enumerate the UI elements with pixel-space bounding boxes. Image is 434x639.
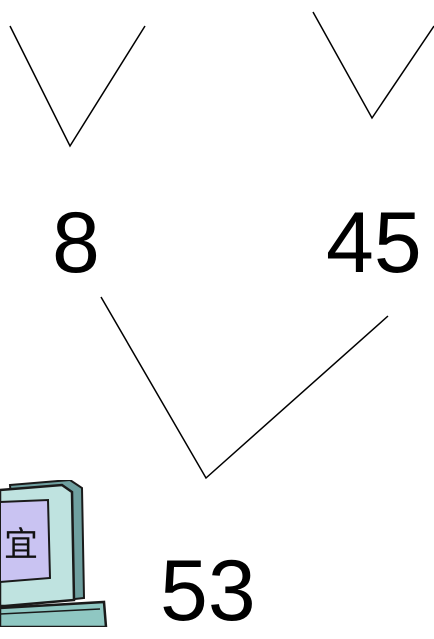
left-number: 8: [52, 200, 100, 286]
bottom-branch: [101, 297, 388, 478]
right-number: 45: [326, 200, 422, 286]
computer-clipart-icon: 宜: [0, 480, 110, 627]
top-right-branch: [313, 12, 434, 118]
total-number: 53: [160, 548, 256, 634]
screen-glyph: 宜: [4, 525, 38, 565]
top-left-branch: [10, 26, 145, 146]
